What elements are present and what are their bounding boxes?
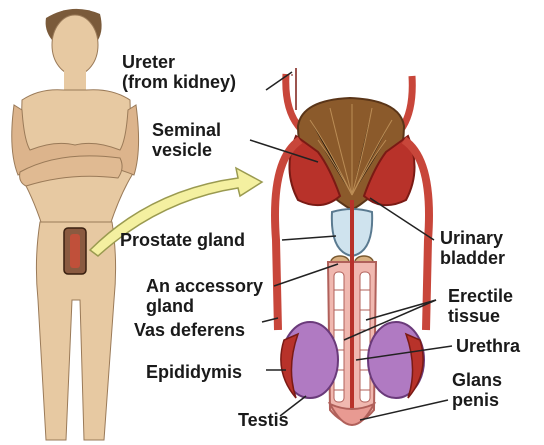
reproductive-system bbox=[275, 68, 429, 425]
label-epididymis: Epididymis bbox=[146, 362, 242, 382]
leader-bladder bbox=[370, 198, 434, 240]
leader-prostate bbox=[282, 236, 336, 240]
label-glans-penis: Glans penis bbox=[452, 370, 502, 410]
label-seminal-vesicle: Seminal vesicle bbox=[152, 120, 221, 160]
label-testis: Testis bbox=[238, 410, 289, 430]
label-erectile-tissue: Erectile tissue bbox=[448, 286, 513, 326]
label-accessory-gland: An accessory gland bbox=[146, 276, 263, 316]
label-urethra: Urethra bbox=[456, 336, 520, 356]
label-ureter: Ureter (from kidney) bbox=[122, 52, 236, 92]
label-vas-deferens: Vas deferens bbox=[134, 320, 245, 340]
label-urinary-bladder: Urinary bladder bbox=[440, 228, 505, 268]
label-prostate-gland: Prostate gland bbox=[120, 230, 245, 250]
